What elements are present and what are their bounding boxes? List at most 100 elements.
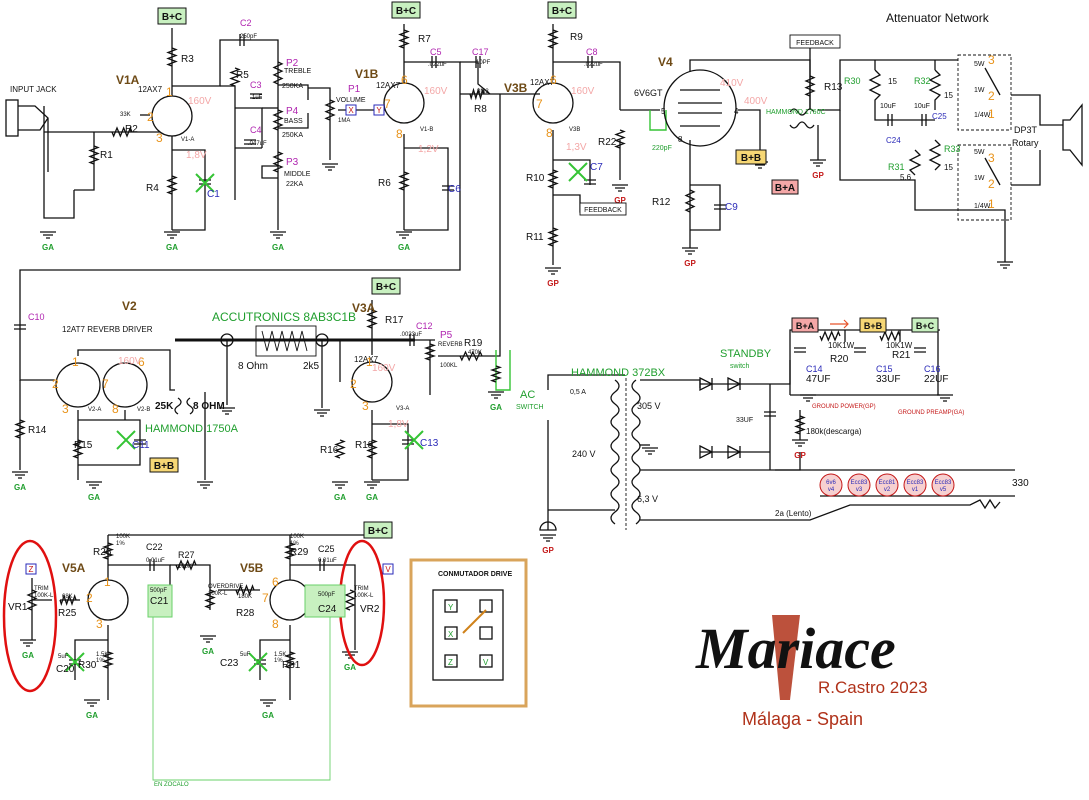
resistor-r19 (459, 350, 483, 362)
svg-text:5uF: 5uF (240, 652, 251, 658)
attenuator-title: Attenuator Network (886, 11, 990, 25)
svg-text:C16: C16 (924, 364, 941, 374)
ground-label: GA (490, 403, 502, 412)
svg-text:C3: C3 (250, 80, 262, 90)
svg-text:15: 15 (888, 77, 897, 86)
heater-lamp-icon (903, 473, 927, 497)
svg-text:REVERB: REVERB (438, 342, 463, 348)
heater-label: Ecc81 (879, 480, 896, 486)
ground-label: GP (812, 171, 824, 180)
svg-text:R17: R17 (385, 315, 404, 326)
components (14, 29, 927, 672)
cap-c6 (442, 185, 454, 191)
ground-label: GA (334, 493, 346, 502)
resistor-r11 (547, 227, 559, 247)
svg-text:R29: R29 (290, 547, 309, 558)
svg-text:160V: 160V (424, 86, 448, 97)
svg-text:100K-L: 100K-L (208, 591, 228, 597)
cap-c25 (319, 559, 325, 571)
removed-c1-icon (195, 173, 215, 193)
ground-label: GA (366, 493, 378, 502)
stage-v2: V2 (122, 299, 137, 313)
attenuator-switch (868, 54, 1063, 221)
diodes (699, 376, 742, 460)
svg-text:6: 6 (401, 73, 408, 87)
svg-text:4: 4 (734, 107, 739, 116)
svg-text:3: 3 (988, 151, 995, 165)
svg-text:1,8V: 1,8V (186, 150, 207, 161)
resistor-r4 (166, 175, 178, 195)
cap-c8 (587, 56, 593, 68)
trim-vr2 (344, 589, 356, 611)
ground-icon (682, 247, 698, 255)
ground-icon (612, 184, 628, 192)
svg-text:1: 1 (104, 575, 111, 589)
ground-icon (540, 534, 556, 542)
heater-label: Ecc83 (935, 480, 952, 486)
svg-text:C1: C1 (207, 189, 220, 200)
svg-text:12AX7: 12AX7 (530, 78, 555, 87)
svg-text:1,3V: 1,3V (566, 142, 587, 153)
ground-icon (314, 409, 330, 417)
tubes (55, 69, 737, 621)
svg-text:V1-A: V1-A (181, 137, 194, 143)
svg-text:0.01uF: 0.01uF (146, 558, 165, 564)
svg-text:5uF: 5uF (58, 654, 69, 660)
svg-text:P1: P1 (348, 84, 361, 95)
svg-text:R10: R10 (526, 173, 545, 184)
cap-c11 (134, 439, 146, 445)
svg-text:1,8V: 1,8V (388, 419, 409, 430)
svg-text:R22: R22 (598, 137, 617, 148)
heater-label: Ecc83 (907, 480, 924, 486)
ground-icon (164, 231, 180, 239)
svg-text:160V: 160V (118, 356, 142, 367)
highlight-c24 (304, 584, 346, 618)
svg-text:2: 2 (988, 177, 995, 191)
svg-text:22UF: 22UF (924, 374, 948, 385)
cap-c10 (14, 324, 26, 330)
svg-text:V2-B: V2-B (137, 407, 150, 413)
svg-text:12AX7: 12AX7 (354, 355, 379, 364)
svg-text:8 Ohm: 8 Ohm (238, 361, 268, 372)
svg-text:12AT7 REVERB DRIVER: 12AT7 REVERB DRIVER (62, 325, 153, 334)
pot-p1 (324, 99, 336, 121)
svg-text:1%: 1% (96, 658, 105, 664)
tag-bc-1: B+C (157, 7, 187, 25)
svg-text:2k5: 2k5 (303, 361, 320, 372)
svg-text:10uF: 10uF (914, 103, 930, 110)
svg-text:BASS: BASS (284, 118, 303, 125)
cap-c17 (475, 56, 481, 68)
svg-text:100K-L: 100K-L (34, 593, 54, 599)
svg-text:VOLUME: VOLUME (336, 97, 366, 104)
brand-logo: Mariace R.Castro 2023 Málaga - Spain (695, 615, 928, 729)
heater-label: v5 (940, 487, 947, 493)
svg-text:6,3 V: 6,3 V (637, 494, 658, 504)
pot-p3 (272, 151, 284, 173)
svg-text:7: 7 (262, 591, 269, 605)
tag-ba-2: B+A (791, 317, 819, 333)
resistor-r6 (398, 171, 410, 191)
ground-label: GP (547, 279, 559, 288)
removed-c13-icon (404, 430, 424, 450)
svg-text:B+C: B+C (396, 6, 416, 17)
svg-text:SWITCH: SWITCH (516, 404, 544, 411)
svg-text:1: 1 (72, 355, 79, 369)
ground-label: GP (684, 259, 696, 268)
tube-v2b (102, 362, 148, 408)
svg-text:R16: R16 (320, 445, 339, 456)
svg-text:C20: C20 (56, 664, 75, 675)
ground-label: GA (272, 243, 284, 252)
svg-text:V2-A: V2-A (88, 407, 101, 413)
svg-text:1%: 1% (290, 541, 299, 547)
drive-switch-box (409, 558, 528, 708)
svg-text:R30: R30 (78, 660, 97, 671)
svg-text:Y: Y (376, 106, 382, 115)
ground-icon (997, 261, 1013, 269)
svg-text:V1-B: V1-B (420, 127, 433, 133)
svg-text:R2: R2 (125, 124, 138, 135)
svg-text:25K: 25K (155, 401, 174, 412)
svg-text:R15: R15 (74, 440, 93, 451)
ground-label: GA (86, 711, 98, 720)
svg-text:1,2V: 1,2V (418, 144, 439, 155)
